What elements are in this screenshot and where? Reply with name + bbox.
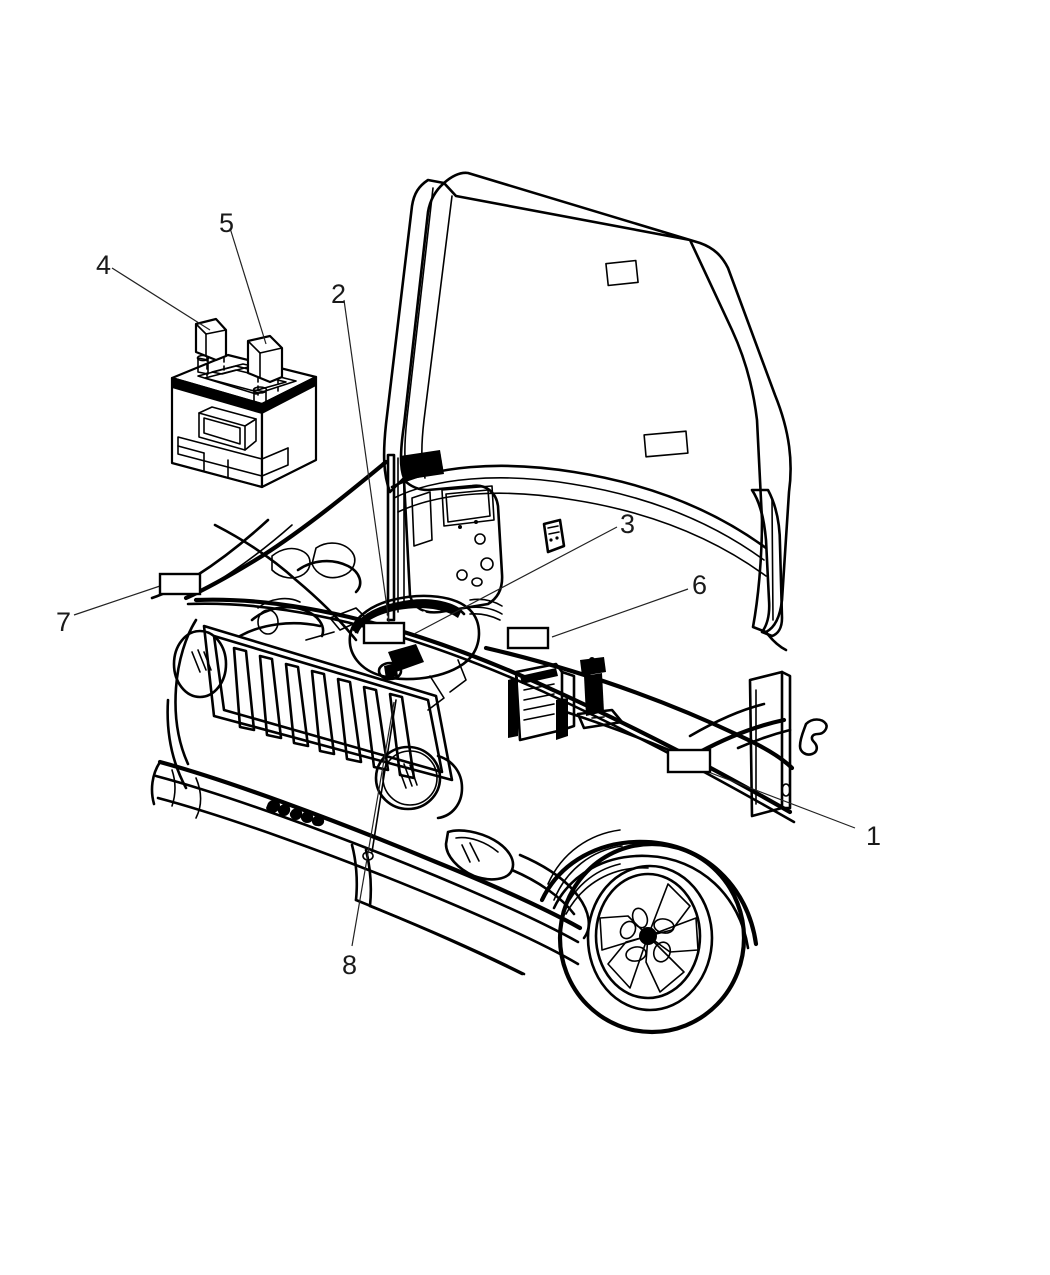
label-box-2	[362, 621, 406, 645]
leader-2	[343, 299, 390, 623]
leader-4	[111, 267, 211, 331]
label-box-6	[506, 626, 550, 650]
label-box-1	[666, 748, 712, 774]
leader-3	[413, 526, 618, 635]
vehicle-body	[150, 597, 828, 1035]
leader-5	[229, 227, 267, 345]
callout-number-5: 5	[219, 208, 235, 238]
leader-lines	[73, 227, 856, 947]
callout-number-3: 3	[620, 509, 636, 539]
leader-1	[689, 764, 856, 829]
part-number-label-boxes	[158, 572, 712, 774]
callout-number-4: 4	[96, 250, 112, 280]
leader-6	[551, 588, 689, 638]
callout-number-1: 1	[866, 821, 882, 851]
battery-assembly	[170, 353, 318, 489]
callout-number-7: 7	[56, 607, 72, 637]
leader-7	[73, 585, 161, 616]
callout-number-6: 6	[692, 570, 708, 600]
label-box-7	[158, 572, 202, 596]
battery-terminal-clamp-5	[246, 334, 284, 396]
battery-terminal-clamp-4	[194, 317, 228, 377]
leader-8	[351, 701, 395, 947]
callout-number-2: 2	[331, 279, 347, 309]
callout-number-8: 8	[342, 950, 358, 980]
hood-assembly	[382, 171, 792, 652]
